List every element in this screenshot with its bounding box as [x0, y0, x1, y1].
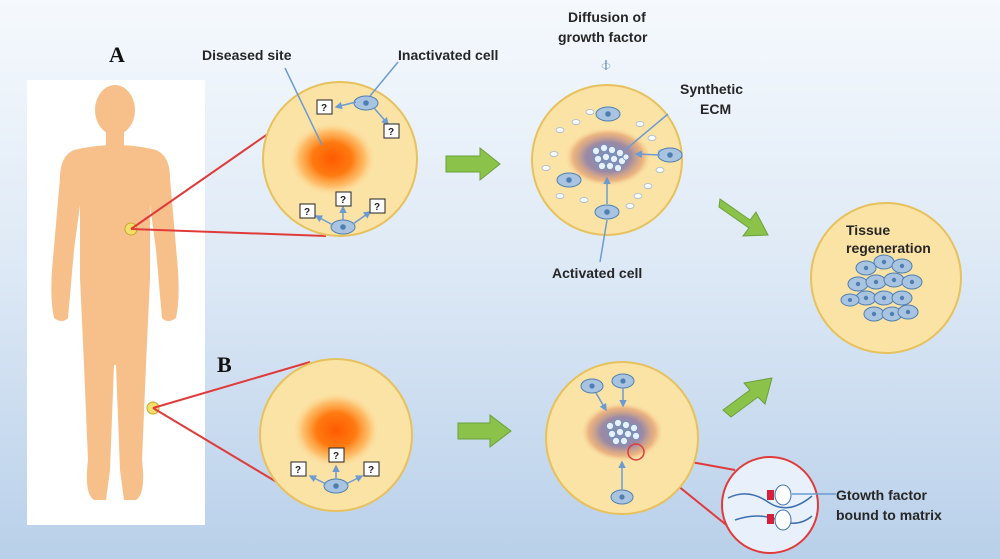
- activated-cell: [556, 172, 582, 188]
- synthetic-ecm-label: Synthetic: [680, 81, 743, 97]
- svg-text:?: ?: [333, 451, 339, 462]
- green-arrows: [445, 146, 773, 449]
- svg-text:?: ?: [321, 103, 327, 114]
- panel-label-b: B: [217, 352, 232, 377]
- synthetic-ecm-label: ECM: [700, 101, 731, 117]
- question-box: ?: [383, 123, 400, 139]
- growth-factor-label: Gtowth factor: [836, 487, 928, 503]
- cell-arrows-b2: [595, 388, 627, 490]
- ecm-scaffold-b: [606, 419, 640, 445]
- growth-factor-label: bound to matrix: [836, 507, 942, 523]
- diseased-site-label: Diseased site: [202, 47, 292, 63]
- synthetic-ecm-pointer: [624, 113, 669, 151]
- diffusion-label: Diffusion of: [568, 9, 646, 25]
- bound-growth-factor: [767, 509, 792, 531]
- activated-cell: [657, 147, 683, 163]
- activated-cell: [595, 106, 621, 122]
- diffusion-label: growth factor: [558, 29, 648, 45]
- lesion-a: [288, 122, 376, 196]
- svg-text:?: ?: [388, 127, 394, 138]
- activated-cell: [580, 378, 604, 394]
- cell-arrows-b: [308, 464, 364, 485]
- tissue-regeneration-label: Tissue: [846, 222, 890, 238]
- inactivated-cell: [330, 219, 356, 235]
- ecm-scaffold: [592, 144, 630, 172]
- lesion-b: [292, 392, 380, 468]
- growth-factor-inset: [721, 456, 819, 554]
- activated-cell-label: Activated cell: [552, 265, 642, 281]
- matrix-fiber: [727, 493, 813, 509]
- inactivated-cell-label: Inactivated cell: [398, 47, 498, 63]
- regenerated-tissue-nuclei: [848, 259, 915, 317]
- panel-label-a: A: [109, 42, 125, 67]
- activated-cell: [611, 373, 635, 389]
- activated-cell: [594, 204, 620, 220]
- cell-arrows-a: [314, 101, 389, 226]
- question-box: ?: [369, 198, 386, 214]
- inactivated-cell: [323, 478, 349, 494]
- question-box: ?: [363, 461, 380, 477]
- svg-text:?: ?: [304, 207, 310, 218]
- svg-text:?: ?: [295, 465, 301, 476]
- svg-text:?: ?: [374, 202, 380, 213]
- question-box: ?: [299, 203, 316, 219]
- question-box: ?: [290, 461, 307, 477]
- question-box: ?: [335, 191, 352, 207]
- question-box: ?: [316, 99, 333, 115]
- inactivated-cell-pointer: [369, 61, 399, 97]
- svg-text:?: ?: [368, 465, 374, 476]
- question-box: ?: [328, 447, 345, 463]
- cell-arrows-a2: [603, 150, 661, 204]
- diseased-site-pointer: [284, 67, 323, 146]
- svg-text:?: ?: [340, 195, 346, 206]
- question-boxes-a: ? ? ? ? ?: [299, 99, 400, 219]
- tissue-regeneration-label: regeneration: [846, 240, 931, 256]
- question-boxes-b: ? ? ?: [290, 447, 380, 477]
- activated-cell: [610, 489, 634, 505]
- activated-cell-pointer: [599, 219, 608, 263]
- zoom-focus-ring: [627, 443, 645, 461]
- bound-growth-factor: [767, 484, 792, 506]
- human-body-silhouette: [51, 85, 179, 500]
